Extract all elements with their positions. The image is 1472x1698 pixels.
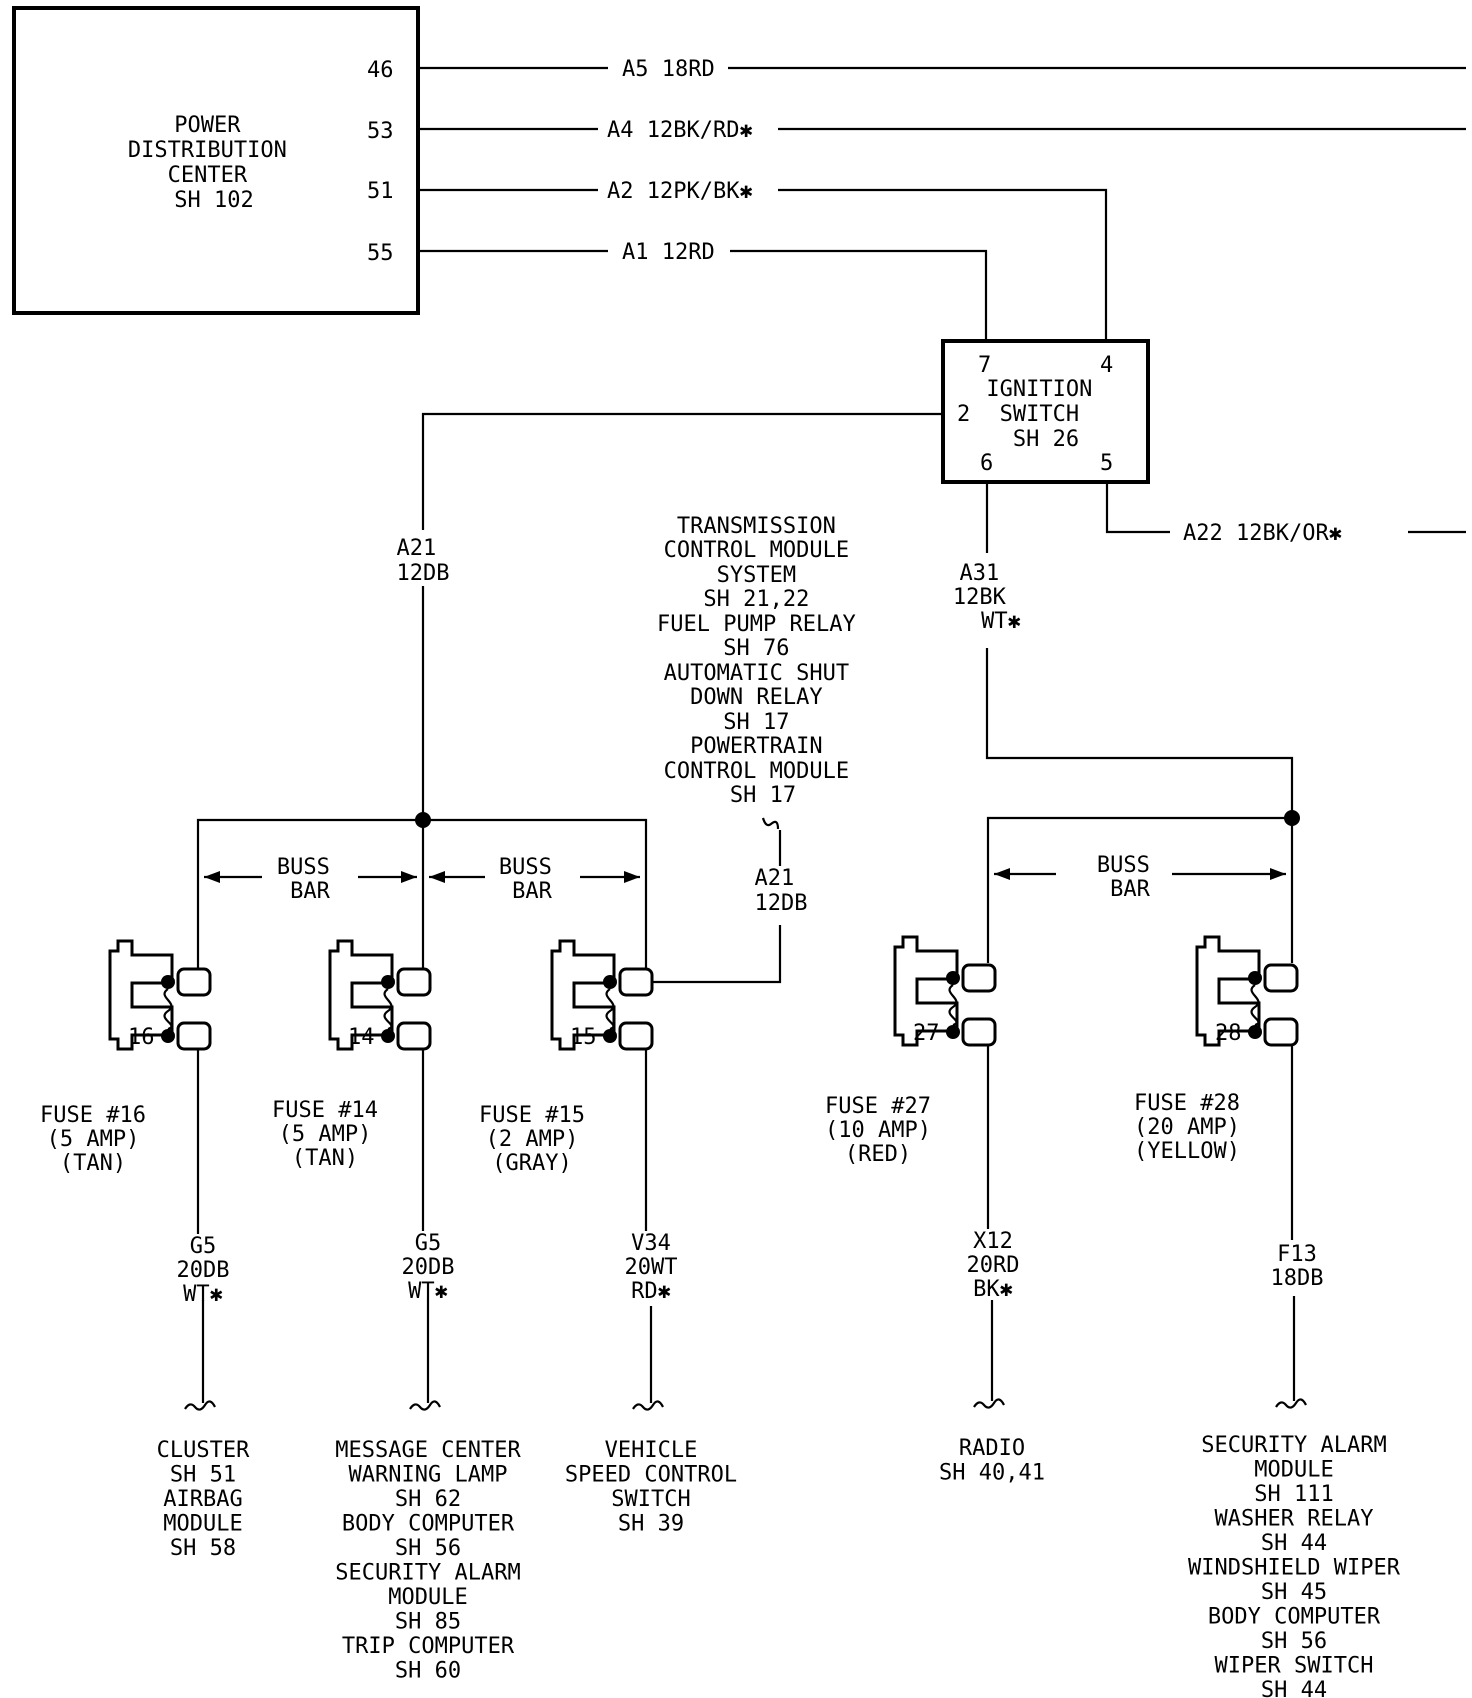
power-distribution-center-box	[12, 6, 420, 315]
svg-text:BUSS BAR: BUSS BAR	[1097, 853, 1163, 902]
fuse-element	[948, 984, 958, 1027]
fuse-prong-bottom	[1263, 1017, 1299, 1047]
left-bus	[196, 812, 648, 968]
fuse-number: 16	[128, 1025, 155, 1050]
connector-break	[1275, 1398, 1307, 1409]
fuse-number: 15	[570, 1025, 597, 1050]
fuse-element	[383, 988, 393, 1031]
fuse-terminal	[603, 975, 617, 989]
buss-bar-left-1: BUSS BAR	[204, 855, 417, 904]
wire-a21-tcm: A21 12DB	[646, 817, 808, 984]
fuse-terminal	[161, 975, 175, 989]
fuse-terminal	[381, 975, 395, 989]
fuse-element	[1250, 984, 1260, 1027]
right-bus	[986, 810, 1300, 963]
fuse-number: 14	[348, 1025, 375, 1050]
pdc-pin-55: 55	[367, 241, 394, 266]
wire-a21-left: A21 12DB	[397, 412, 943, 820]
fuse-prong-bottom	[618, 1021, 654, 1051]
fuse-label: FUSE #15(2 AMP)(GRAY)	[479, 1103, 585, 1176]
ignition-switch-box	[941, 339, 1150, 484]
wire-a4: A4 12BK/RD✱	[418, 118, 1466, 143]
fuse-prong-top	[961, 963, 997, 993]
fuse-element	[605, 988, 615, 1031]
fuse-prong-bottom	[396, 1021, 432, 1051]
ignition-pin-6: 6	[980, 451, 993, 476]
wire-a31: A31 12BK WT✱	[953, 482, 1294, 818]
wire-a22: A22 12BK/OR✱	[1105, 482, 1466, 546]
svg-text:A31 12BK WT✱: A31 12BK WT✱	[953, 561, 1021, 634]
connector-break	[409, 1400, 441, 1411]
ignition-pin-7: 7	[978, 353, 991, 378]
svg-text:A2 12PK/BK✱: A2 12PK/BK✱	[607, 179, 753, 204]
pdc-pin-53: 53	[367, 119, 394, 144]
fuse-label: FUSE #16(5 AMP)(TAN)	[40, 1103, 146, 1176]
svg-text:BUSS BAR: BUSS BAR	[277, 855, 343, 904]
wire-a1: A1 12RD	[418, 240, 988, 341]
ignition-switch-label: IGNITION SWITCH SH 26	[986, 377, 1105, 452]
fuse-prong-bottom	[961, 1017, 997, 1047]
fuse-terminal	[161, 1029, 175, 1043]
fuse-prong-top	[1263, 963, 1299, 993]
pdc-pin-51: 51	[367, 179, 394, 204]
fuse-prong-top	[176, 967, 212, 997]
fuse-label: FUSE #28(20 AMP)(YELLOW)	[1134, 1091, 1240, 1164]
fuse-terminal	[1248, 1025, 1262, 1039]
svg-text:A5 18RD: A5 18RD	[622, 57, 715, 82]
svg-text:A21 12DB: A21 12DB	[755, 866, 808, 916]
wire-a5: A5 18RD	[418, 57, 1466, 82]
fuse-terminal	[603, 1029, 617, 1043]
buss-bar-left-2: BUSS BAR	[429, 855, 640, 904]
connector-break	[632, 1400, 664, 1411]
fuse-terminal	[381, 1029, 395, 1043]
pdc-pin-46: 46	[367, 58, 394, 83]
fuse-terminal	[946, 971, 960, 985]
svg-text:A22 12BK/OR✱: A22 12BK/OR✱	[1183, 521, 1342, 546]
fuse-number: 27	[913, 1021, 940, 1046]
fuse-number: 28	[1215, 1021, 1242, 1046]
fuse-label: FUSE #14(5 AMP)(TAN)	[272, 1098, 378, 1171]
fuse-terminal	[1248, 971, 1262, 985]
ignition-pin-4: 4	[1100, 353, 1113, 378]
fuse-element	[163, 988, 173, 1031]
fuse-prong-bottom	[176, 1021, 212, 1051]
pdc-label: POWER DISTRIBUTION CENTER SH 102	[128, 113, 300, 213]
fuse-prong-top	[396, 967, 432, 997]
fuse-label: FUSE #27(10 AMP)(RED)	[825, 1094, 931, 1167]
buss-bar-right: BUSS BAR	[994, 853, 1286, 902]
transmission-module-note: TRANSMISSION CONTROL MODULE SYSTEM SH 21…	[657, 514, 869, 808]
ignition-pin-2: 2	[957, 402, 970, 427]
fuse-terminal	[946, 1025, 960, 1039]
ignition-pin-5: 5	[1100, 451, 1113, 476]
fuse-prong-top	[618, 967, 654, 997]
connector-break	[184, 1400, 216, 1411]
svg-text:A4 12BK/RD✱: A4 12BK/RD✱	[607, 118, 753, 143]
wire-a2: A2 12PK/BK✱	[418, 179, 1108, 341]
svg-text:BUSS BAR: BUSS BAR	[499, 855, 565, 904]
svg-text:A1 12RD: A1 12RD	[622, 240, 715, 265]
svg-text:A21 12DB: A21 12DB	[397, 536, 450, 586]
connector-break	[973, 1398, 1005, 1409]
